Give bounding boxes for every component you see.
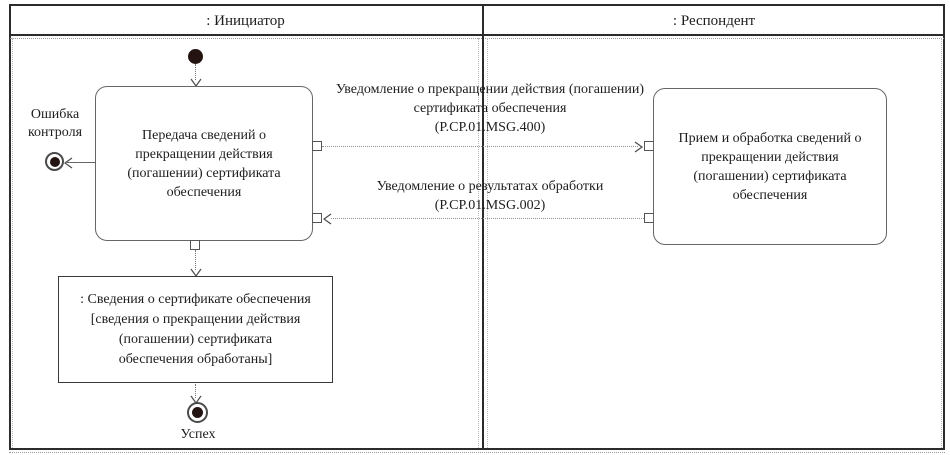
lane-header-initiator-label: : Инициатор xyxy=(206,13,285,29)
lane-inner-border-right xyxy=(941,38,942,448)
flow-activity-to-error xyxy=(67,162,95,163)
message1-label: Уведомление о прекращении действия (пога… xyxy=(332,80,648,137)
lane-header-respondent-label: : Респондент xyxy=(672,13,756,29)
initial-node xyxy=(188,49,203,64)
message2-text: Уведомление о результатах обработки xyxy=(376,179,604,194)
success-final-node xyxy=(187,402,208,423)
pin-msg2-initiator xyxy=(312,213,322,223)
lane-divider-dotted-left xyxy=(478,38,479,448)
flow-activity-to-object xyxy=(195,250,196,270)
arrowhead-left-icon-2 xyxy=(323,213,332,225)
message2-line xyxy=(331,218,644,219)
arrowhead-right-icon xyxy=(634,141,643,153)
lane-header-separator xyxy=(9,34,945,36)
error-final-node-core xyxy=(49,156,60,167)
object-node: : Сведения о сертификате обеспечения [св… xyxy=(58,276,333,383)
error-label: Ошибка контроля xyxy=(27,107,83,140)
lane-divider-dotted-right xyxy=(487,38,488,448)
activity-node-respondent: Прием и обработка сведений о прекращении… xyxy=(653,88,887,245)
success-label: Успех xyxy=(180,427,216,442)
object-node-state: [сведения о прекращении действия (погаше… xyxy=(90,311,301,367)
lane-header-dotted-line xyxy=(10,38,944,39)
object-node-title: : Сведения о сертификате обеспечения xyxy=(80,291,311,307)
activity-respondent-label: Прием и обработка сведений о прекращении… xyxy=(678,130,862,203)
lane-divider xyxy=(482,4,484,450)
lane-inner-border-bottom xyxy=(9,452,945,453)
pin-bottom-initiator xyxy=(190,240,200,250)
message1-code: (P.CP.01.MSG.400) xyxy=(434,120,546,135)
activity-node-initiator: Передача сведений о прекращении действия… xyxy=(95,86,313,241)
message1-line xyxy=(322,146,638,147)
lane-header-initiator: : Инициатор xyxy=(9,11,482,31)
error-final-node xyxy=(45,152,64,171)
flow-initial-to-activity xyxy=(195,64,196,80)
message2-code: (P.CP.01.MSG.002) xyxy=(434,198,546,213)
swimlane-frame xyxy=(9,4,945,450)
lane-header-respondent: : Респондент xyxy=(483,11,945,31)
flow-object-to-success xyxy=(195,384,196,398)
message2-label: Уведомление о результатах обработки (P.C… xyxy=(340,177,640,215)
message1-text: Уведомление о прекращении действия (пога… xyxy=(335,82,645,116)
activity-initiator-label: Передача сведений о прекращении действия… xyxy=(127,127,281,200)
pin-msg1-initiator xyxy=(312,141,322,151)
lane-inner-border-left xyxy=(12,38,13,448)
arrowhead-left-icon xyxy=(64,157,73,169)
success-final-node-core xyxy=(192,407,203,418)
